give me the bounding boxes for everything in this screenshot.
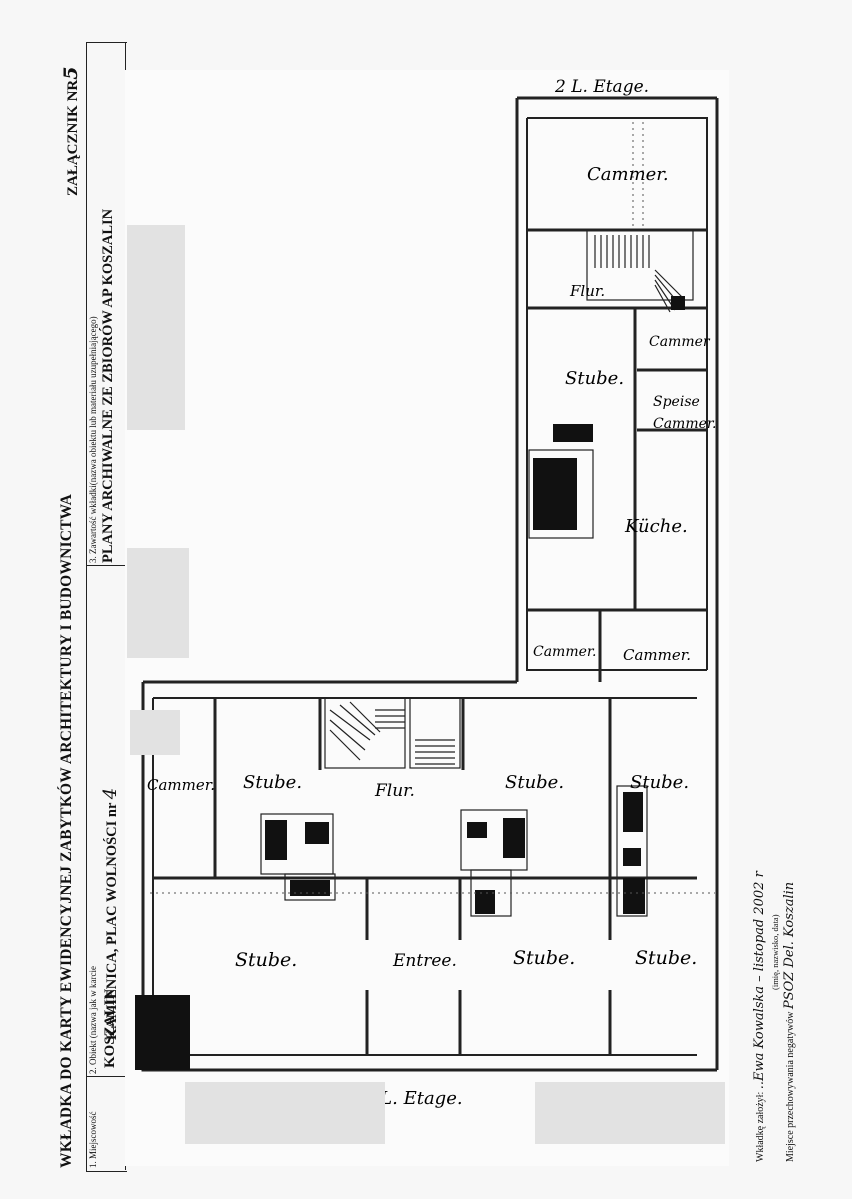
label-stube-r2-3: Stube. [635,947,697,969]
label-speise-1: Speise [653,394,700,410]
label-floor-top: 2 L. Etage. [554,77,649,97]
label-entree: Entree. [392,951,457,971]
field2-value: KAMIENICA, PLAC WOLNOŚCI nr 4 [100,787,121,1040]
attachment-label: ZAŁĄCZNIK NR5 [60,66,82,197]
main-title: WKŁADKA DO KARTY EWIDENCYJNEJ ZABYTKÓW A… [58,493,75,1168]
label-flur-upper: Flur. [569,282,605,300]
label-cammer-small: Cammer [649,334,711,350]
divider-1 [86,1076,126,1077]
label-cammer-mid-right: Cammer. [623,646,691,664]
field3-value: PLANY ARCHIWALNE ZE ZBIORÓW AP KOSZALIN [100,208,116,563]
label-cammer-top: Cammer. [587,164,669,185]
label-flur-mid: Flur. [374,781,415,801]
label-floor-bottom: 2 L. Etage. [362,1088,463,1109]
label-stube-r1-1: Stube. [243,772,302,793]
field3-label: 3. Zawartość wkładki(nazwa obiektu lub m… [88,316,98,563]
label-kuche: Küche. [624,516,688,537]
label-speise-2: Cammer. [653,416,717,432]
negatives-storage: Miejsce przechowywania negatywów PSOZ De… [782,881,797,1162]
created-by: Wkładkę założył: ..Ewa Kowalska – listop… [752,871,767,1162]
field1-label: 1. Miejscowość [88,1111,98,1169]
floor-plan-drawing: 2 L. Etage. Cammer. Flur. Cammer Stube. … [135,77,719,1109]
header-frame [86,42,127,1172]
label-cammer-left: Cammer. [147,776,215,794]
label-stube-r2-1: Stube. [235,949,297,971]
field2-label: 2. Obiekt (nazwa jak w karcie [88,966,98,1074]
label-stube-r1-2: Stube. [505,772,564,793]
label-stube-r2-2: Stube. [513,947,575,969]
label-stube-upper: Stube. [565,368,624,389]
label-cammer-mid-left: Cammer. [533,644,597,660]
divider-2 [86,565,126,566]
created-hint: (imię, nazwisko, data) [770,914,780,990]
label-stube-r1-3: Stube. [630,772,689,793]
floor-plan: 2 L. Etage. Cammer. Flur. Cammer Stube. … [125,70,729,1166]
